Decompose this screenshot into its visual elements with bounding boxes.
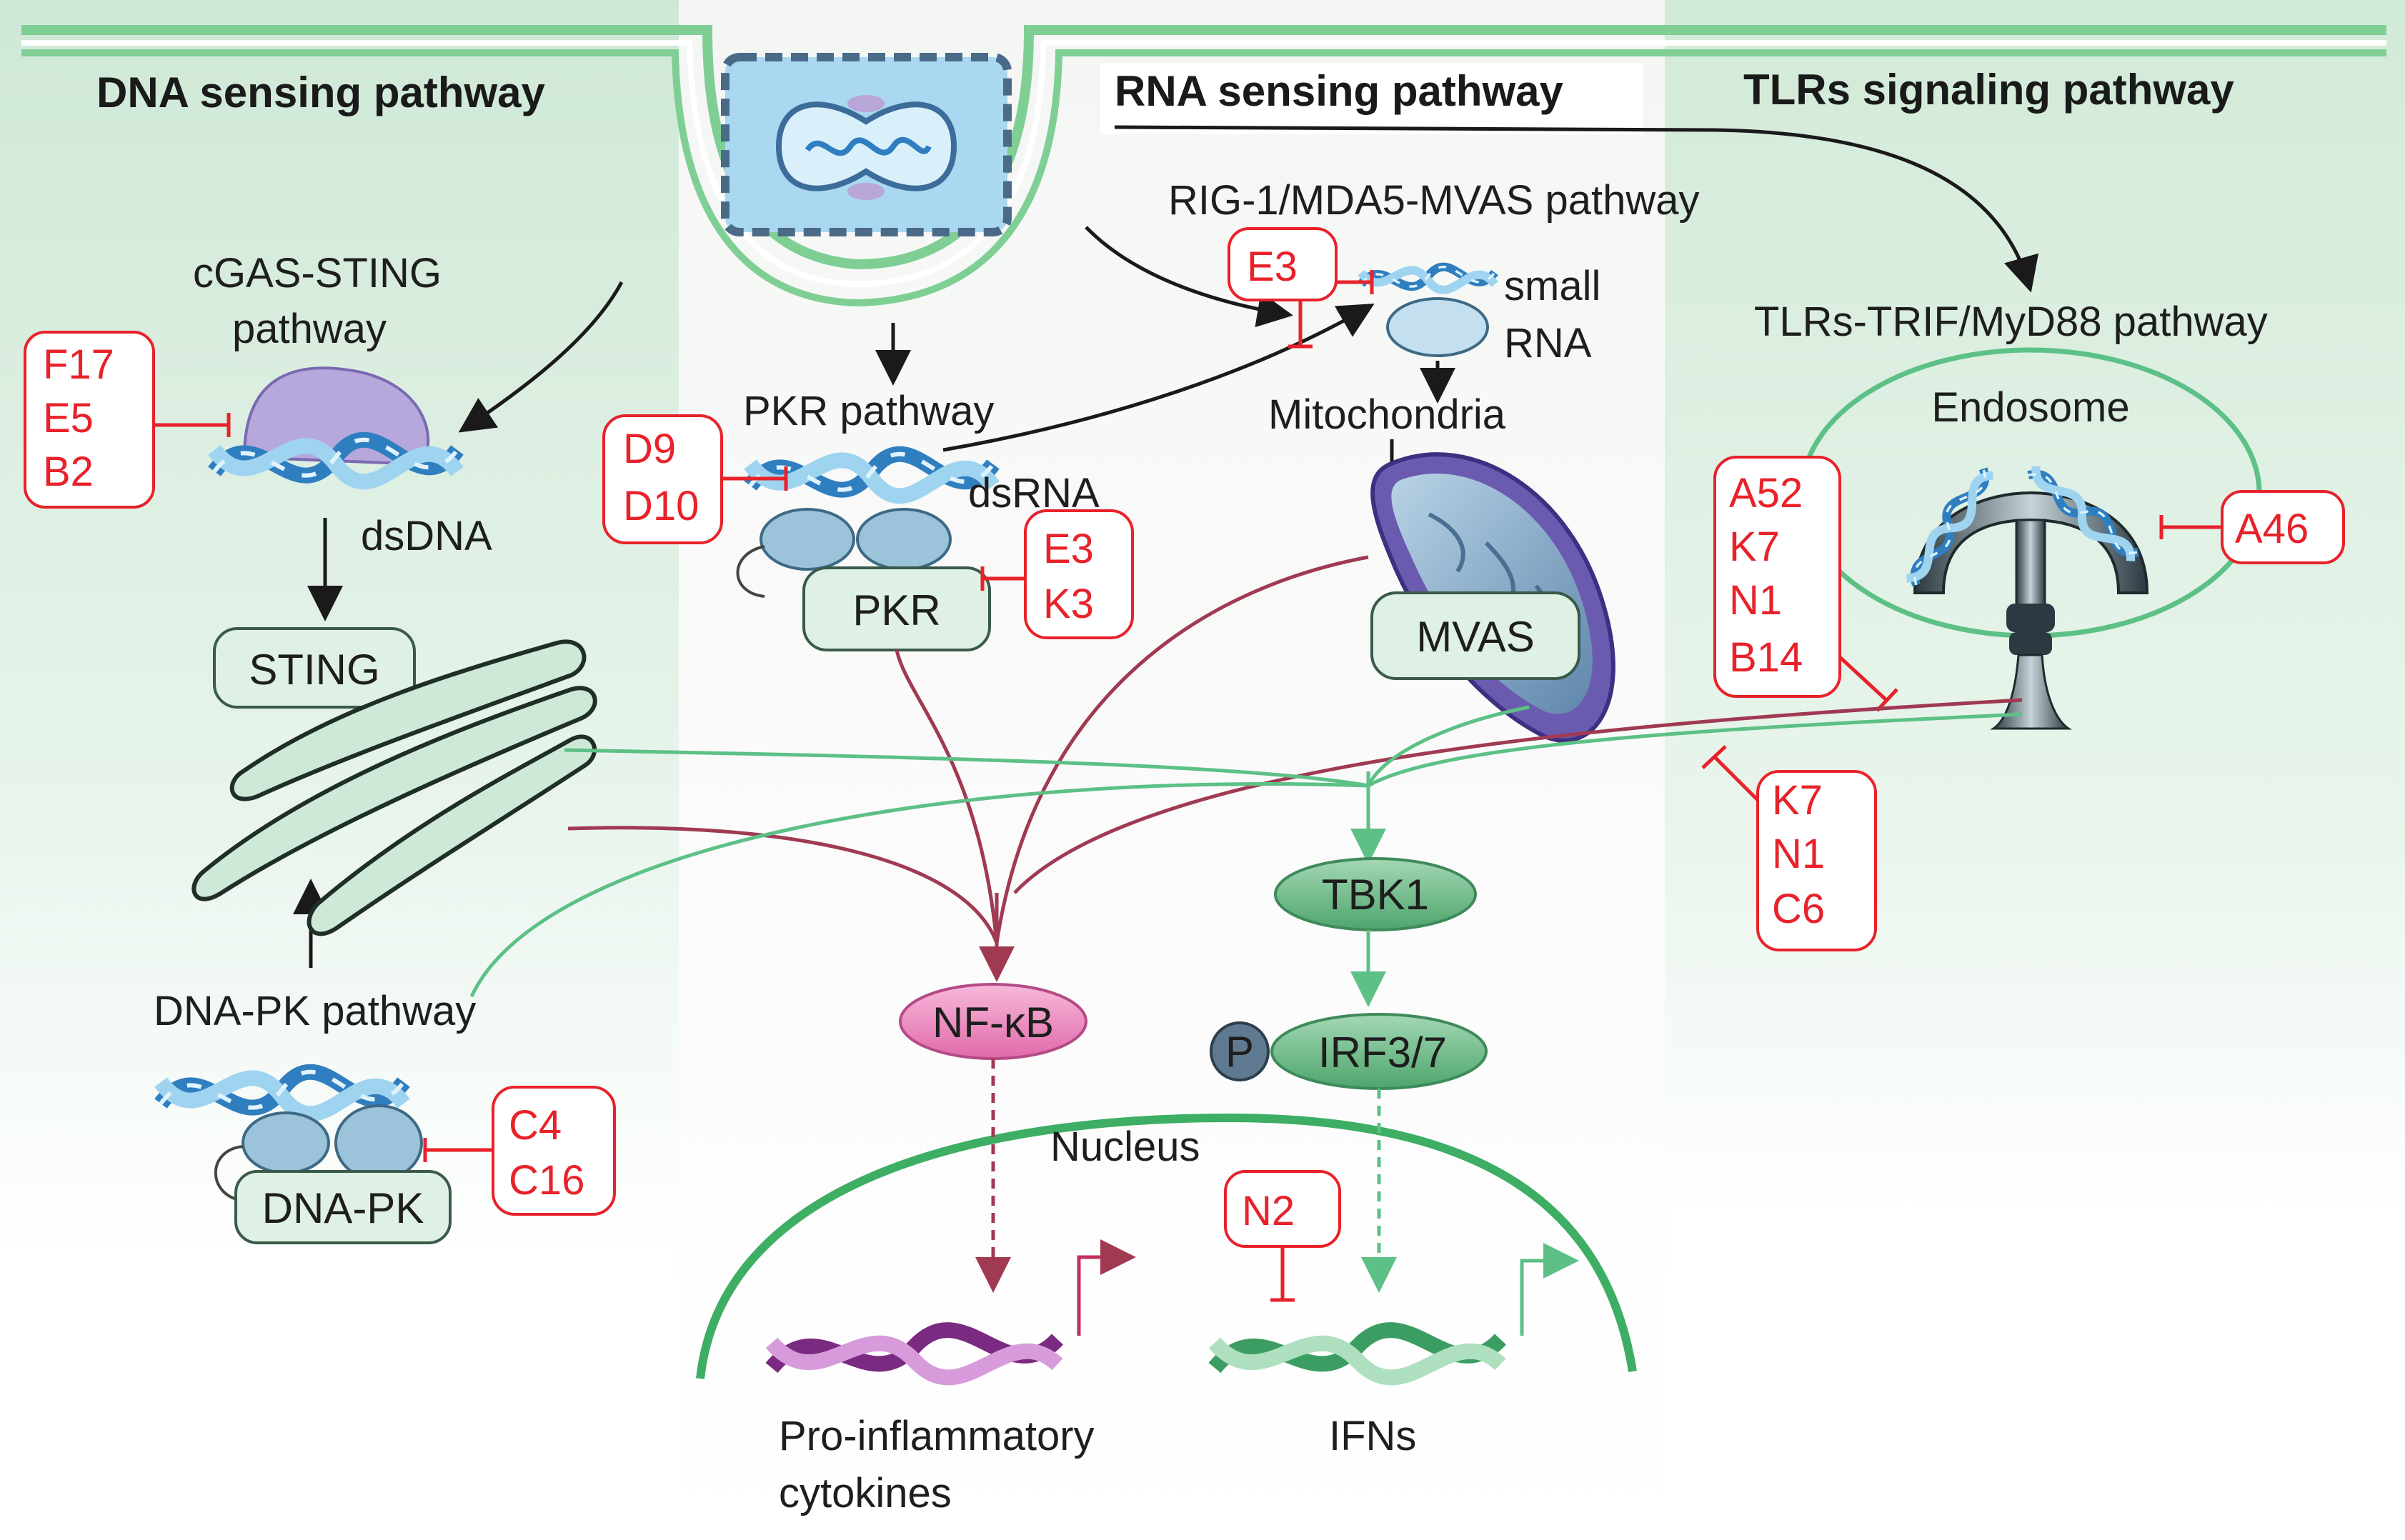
endoplasmic-reticulum-icon xyxy=(191,639,597,936)
inhibitor-a46: A46 xyxy=(2235,506,2309,552)
inhibitor-n1-tlr: N1 xyxy=(1729,577,1782,624)
rig-receptor-icon xyxy=(1386,297,1489,357)
dnapk-linker xyxy=(214,1145,244,1201)
line-sting-to-nfkb xyxy=(567,826,999,944)
line-sting-to-tbk1 xyxy=(564,748,1369,788)
cell-membrane-inner xyxy=(21,49,2386,307)
line-dnapk-to-tbk1 xyxy=(469,782,1369,998)
inhibit-line-rig-down xyxy=(1288,300,1313,349)
inhibitor-box-tlr-outer xyxy=(1756,770,1877,951)
inhibit-line-pkr xyxy=(980,566,1025,591)
sting-node xyxy=(213,627,416,709)
inhibitor-n2: N2 xyxy=(1242,1188,1295,1234)
inhibitor-e3-pkr: E3 xyxy=(1043,526,1094,572)
dsdna-label: dsDNA xyxy=(361,513,492,559)
pkr-protein-icon xyxy=(760,508,952,571)
mvas-node xyxy=(1370,591,1580,680)
arrow-to-tlr xyxy=(1114,125,2039,293)
tbk1-label: TBK1 xyxy=(1322,871,1429,919)
phosphate-label: P xyxy=(1225,1028,1254,1076)
dnapk-pathway-label: DNA-PK pathway xyxy=(154,988,476,1034)
arrow-to-rig xyxy=(1085,226,1293,328)
line-tlr-to-tbk1 xyxy=(1367,712,2023,788)
inhibitor-n1-out: N1 xyxy=(1772,831,1825,877)
inhibit-line-a46 xyxy=(2159,515,2222,539)
inhibitor-k7-tlr: K7 xyxy=(1729,524,1780,570)
inhibitor-b2: B2 xyxy=(43,449,94,495)
ifns-label: IFNs xyxy=(1329,1413,1416,1459)
rna-panel-bg xyxy=(679,0,1665,1540)
inhibitor-box-pkr xyxy=(1024,509,1134,639)
phosphate-icon xyxy=(1210,1021,1270,1081)
line-pkr-to-nfkb xyxy=(895,649,999,944)
cytokines-label: cytokines xyxy=(779,1470,952,1516)
ifn-gene-helix-icon xyxy=(1208,1243,1579,1386)
cgas-label-line2: pathway xyxy=(232,306,387,352)
nucleus-membrane xyxy=(696,1113,1637,1379)
cgas-label-line1: cGAS-STING xyxy=(193,250,442,296)
inhibitor-box-tlr-inner xyxy=(1713,456,1841,698)
line-tlr-to-nfkb xyxy=(1013,698,2023,894)
mvas-label: MVAS xyxy=(1416,613,1535,661)
line-mvas-to-tbk1 xyxy=(1366,705,1530,787)
rna-label: RNA xyxy=(1504,320,1592,366)
tbk1-node xyxy=(1274,857,1477,931)
inhibitor-k7-out: K7 xyxy=(1772,777,1823,824)
virus-particle-icon xyxy=(721,53,1012,236)
cell-membrane-gap xyxy=(21,40,2386,288)
inhibitor-e5: E5 xyxy=(43,395,94,441)
cell-membrane-outer xyxy=(21,25,2386,270)
tlr-signaling-heading: TLRs signaling pathway xyxy=(1743,66,2234,114)
tlr-pathway-label: TLRs-TRIF/MyD88 pathway xyxy=(1754,299,2268,345)
rig-pathway-label: RIG-1/MDA5-MVAS pathway xyxy=(1168,177,1699,224)
inhibitor-d9: D9 xyxy=(623,426,676,472)
inhibit-line-dnapk xyxy=(423,1138,493,1162)
inhibit-line-pkr-dsrna xyxy=(722,466,788,491)
irf-label: IRF3/7 xyxy=(1318,1029,1447,1076)
inhibitor-c16: C16 xyxy=(509,1157,584,1204)
dnapk-node xyxy=(234,1170,452,1244)
arrow-to-cgas xyxy=(458,281,624,433)
inhibit-line-tlr-outer xyxy=(1701,745,1759,801)
line-mvas-to-nfkb xyxy=(995,555,1369,944)
inhibitor-f17: F17 xyxy=(43,341,114,388)
inhibitor-e3-rig: E3 xyxy=(1247,244,1298,290)
endosome-label: Endosome xyxy=(1931,384,2129,431)
inhibit-line-cgas xyxy=(154,413,231,437)
inhibit-line-n2 xyxy=(1270,1246,1295,1302)
inhibitor-c6: C6 xyxy=(1772,886,1825,932)
inhibitor-d10: D10 xyxy=(623,483,699,529)
dnapk-protein-icon xyxy=(242,1104,423,1181)
pro-inflammatory-gene-helix-icon xyxy=(765,1239,1136,1386)
inhibitor-b14: B14 xyxy=(1729,634,1803,681)
inhibit-line-rig xyxy=(1336,270,1374,294)
pro-inflammatory-label: Pro-inflammatory xyxy=(779,1413,1095,1459)
nfkb-label: NF-κB xyxy=(932,999,1054,1046)
arrow-pkr-to-rig xyxy=(942,303,1375,452)
inhibitor-a52: A52 xyxy=(1729,470,1803,516)
rna-sensing-heading: RNA sensing pathway xyxy=(1115,67,1564,115)
pkr-label: PKR xyxy=(852,586,940,634)
inhibitor-box-rig xyxy=(1228,227,1338,301)
mitochondria-label: Mitochondria xyxy=(1268,391,1506,438)
small-label: small xyxy=(1504,263,1600,309)
inhibitor-k3: K3 xyxy=(1043,581,1094,627)
rna-heading-bg xyxy=(1100,63,1643,134)
dnapk-label: DNA-PK xyxy=(262,1184,424,1232)
dna-sensing-heading: DNA sensing pathway xyxy=(96,69,546,116)
inhibitor-box-cgas xyxy=(24,331,155,509)
sting-label: STING xyxy=(249,646,379,694)
inhibitor-c4: C4 xyxy=(509,1102,562,1149)
pkr-pathway-label: PKR pathway xyxy=(743,388,994,434)
nucleus-label: Nucleus xyxy=(1050,1124,1200,1170)
dsrna-label: dsRNA xyxy=(968,470,1100,516)
pkr-linker xyxy=(736,545,765,598)
